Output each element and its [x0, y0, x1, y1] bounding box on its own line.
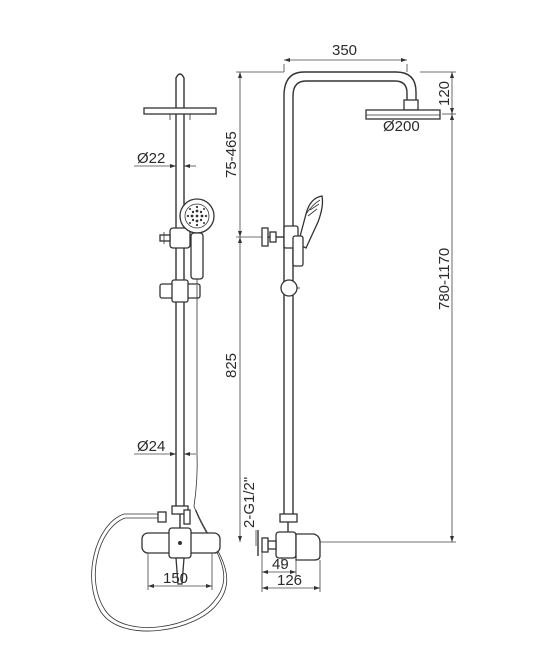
label-height-120: 120: [436, 81, 453, 106]
dim-pipe-24: Ø24: [134, 438, 196, 456]
dim-height-120: 120: [420, 71, 456, 115]
label-thread: 2-G1/2": [241, 477, 258, 528]
dim-mixer-126: 126: [261, 560, 321, 592]
front-diverter-knob: [159, 234, 171, 242]
dim-adjust-75-465: 75-465: [223, 71, 284, 237]
label-mixer-150: 150: [163, 570, 188, 587]
label-width-350: 350: [332, 42, 357, 59]
dim-spout-49: 49: [261, 552, 297, 576]
label-adjust-75-465: 75-465: [223, 131, 240, 178]
front-hose-loop: [94, 505, 225, 628]
label-pipe-22: Ø22: [137, 150, 165, 167]
side-hand-shower: [292, 195, 324, 267]
front-view: Ø22 Ø24 150: [91, 73, 228, 632]
label-mixer-126: 126: [277, 572, 302, 589]
dim-length-825: 825: [223, 236, 262, 542]
side-overhead-shower: [365, 109, 441, 120]
front-hand-shower: [179, 198, 215, 285]
side-view: 350 120 Ø200 780-1170 75-465: [223, 42, 456, 592]
dim-height-780-1170: 780-1170: [320, 114, 456, 543]
label-pipe-24: Ø24: [137, 438, 165, 455]
front-top-pipe: [175, 73, 185, 108]
label-height-780-1170: 780-1170: [436, 248, 453, 310]
side-top-arm-inner: [292, 80, 408, 100]
front-diverter: [169, 227, 191, 249]
dim-pipe-22: Ø22: [134, 150, 196, 168]
side-mixer: [261, 531, 321, 568]
dim-mixer-150: 150: [147, 553, 213, 590]
label-spout-49: 49: [272, 556, 289, 573]
dim-width-350: 350: [283, 42, 408, 72]
side-wall-bracket: [261, 227, 269, 247]
label-length-825: 825: [223, 353, 240, 378]
side-top-arm-outer: [283, 71, 417, 100]
side-slider: [280, 279, 298, 297]
label-head-200: Ø200: [383, 118, 420, 135]
front-shower-head: [143, 107, 217, 115]
